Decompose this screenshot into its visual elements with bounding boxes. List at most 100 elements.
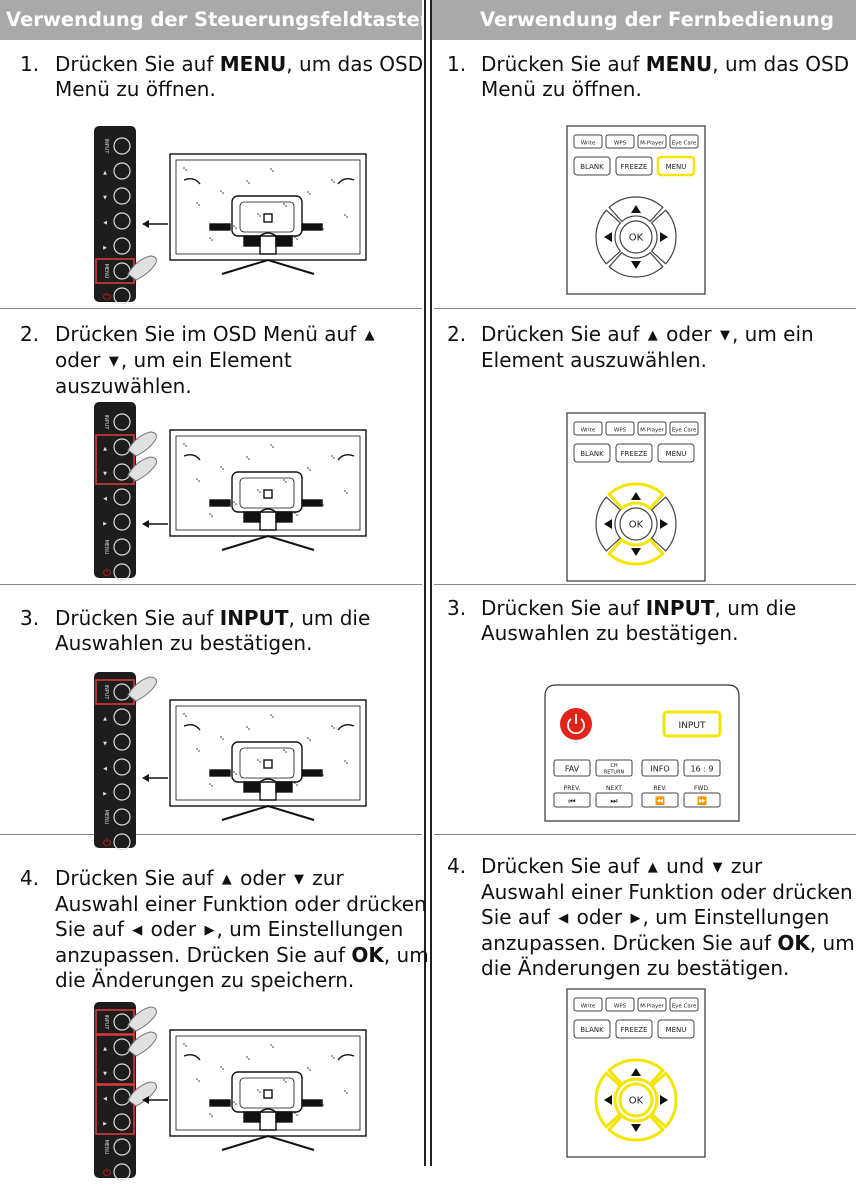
up-arrow-icon: [631, 492, 641, 500]
remote-button-label: FWD.: [694, 785, 710, 792]
remote-button-label: M-Player: [640, 141, 665, 147]
power-icon: ⏻: [103, 1168, 111, 1179]
remote-button: [615, 1019, 653, 1039]
highlight-box: [95, 1084, 135, 1135]
panel-arrow-icon: ◀: [103, 766, 107, 772]
left-arrow-icon: [604, 519, 612, 529]
highlight-box: [95, 434, 135, 485]
panel-arrow-icon: ▲: [103, 1046, 107, 1052]
up-arrow-icon: ▲: [221, 872, 232, 887]
down-arrow-icon: [631, 261, 641, 269]
remote-button-label: MENU: [666, 163, 687, 171]
remote-button-label: INFO: [650, 765, 669, 774]
panel-arrow-icon: ▲: [103, 170, 107, 176]
step-1-left-text: Drücken Sie auf MENU, um das OSD Menü zu…: [55, 52, 424, 101]
step-4-right-text: Drücken Sie auf ▲ und ▼ zur Auswahl eine…: [481, 854, 855, 980]
remote-button-label: M-Player: [640, 428, 665, 434]
panel-label: INPUT: [103, 139, 109, 155]
right-arrow-icon: ▶: [630, 911, 641, 926]
control-panel-illustration: INPUT▲▼◀▶MENU⏻: [92, 124, 372, 308]
header-left: Verwendung der Steuerungsfeldtasten: [0, 0, 434, 40]
remote-button: [641, 759, 679, 777]
pointing-hand-icon: [127, 1031, 157, 1057]
panel-button: [113, 1113, 131, 1131]
remote-button: [573, 443, 611, 463]
tv-back-icon: [169, 699, 367, 821]
remote-button: [573, 156, 611, 176]
left-arrow-icon: [604, 1095, 612, 1105]
remote-button: [656, 155, 696, 177]
panel-label: MENU: [103, 810, 109, 825]
tv-back-icon: [169, 153, 367, 275]
panel-button: [113, 808, 131, 826]
ok-label: OK: [629, 520, 644, 531]
left-arrow-icon: ◀: [558, 911, 569, 926]
step-2-right-text: Drücken Sie auf ▲ oder ▼, um ein Element…: [481, 322, 814, 372]
remote-button: [605, 997, 635, 1012]
column-divider: [424, 0, 426, 1166]
right-arrow-icon: ▶: [204, 923, 215, 938]
row-separator: [434, 308, 856, 309]
panel-arrow-icon: ◀: [103, 1096, 107, 1102]
power-icon: ⏻: [103, 838, 111, 849]
step-number: 3.: [20, 606, 40, 630]
right-arrow-icon: [660, 232, 668, 242]
panel-button: [113, 413, 131, 431]
ok-button: [619, 507, 653, 541]
ok-button: [619, 220, 653, 254]
panel-button: [113, 538, 131, 556]
remote-button: [669, 421, 699, 436]
panel-arrow-icon: ▼: [103, 741, 107, 747]
remote-button: [683, 792, 721, 808]
panel-button: [113, 1063, 131, 1081]
control-panel-strip: [94, 126, 136, 302]
remote-button-label: M-Player: [640, 1004, 665, 1010]
remote-button: [637, 134, 667, 149]
input-button: [662, 710, 722, 738]
column-divider: [430, 0, 432, 1166]
panel-button: [113, 162, 131, 180]
panel-label: MENU: [103, 540, 109, 555]
down-arrow-icon: ▼: [293, 872, 304, 887]
step-2-left-text: Drücken Sie im OSD Menü auf ▲ oder ▼, um…: [55, 322, 375, 398]
media-icon: ⏪: [655, 796, 665, 806]
power-icon: ⏻: [103, 292, 111, 303]
remote-button: [657, 443, 695, 463]
remote-button: [657, 1019, 695, 1039]
step-number: 1.: [447, 52, 467, 76]
ok-label: OK: [629, 1096, 644, 1107]
panel-arrow-icon: ▲: [103, 716, 107, 722]
remote-button-label: BLANK: [580, 1026, 604, 1034]
down-arrow-icon: [631, 1124, 641, 1132]
control-panel-strip: [94, 402, 136, 578]
remote-button-label: Write: [581, 1004, 596, 1010]
step-3-right-text: Drücken Sie auf INPUT, um die Auswahlen …: [481, 596, 797, 645]
panel-label: INPUT: [103, 685, 109, 701]
panel-button: [113, 488, 131, 506]
down-arrow-icon: [631, 548, 641, 556]
panel-label: INPUT: [103, 1015, 109, 1031]
remote-body: [544, 684, 740, 822]
panel-arrow-icon: ▶: [103, 791, 107, 797]
right-arrow-icon: [660, 519, 668, 529]
ok-label: OK: [629, 233, 644, 244]
panel-button: [113, 513, 131, 531]
media-icon: ⏩: [697, 796, 707, 806]
remote-button-label: FAV: [565, 765, 580, 774]
step-number: 1.: [20, 52, 40, 76]
panel-arrow-icon: ▲: [103, 446, 107, 452]
panel-arrow-icon: ◀: [103, 220, 107, 226]
remote-button: [595, 792, 633, 808]
panel-arrow-icon: ▼: [103, 195, 107, 201]
input-label: INPUT: [679, 721, 706, 731]
down-arrow-icon: ▼: [719, 328, 730, 343]
down-arrow-icon: ▼: [712, 860, 723, 875]
step-number: 2.: [20, 322, 40, 346]
highlight-box: [95, 1034, 135, 1085]
media-icon: ⏭: [610, 797, 617, 806]
panel-label: INPUT: [103, 415, 109, 431]
row-separator: [434, 834, 856, 835]
pointing-hand-icon: [127, 255, 157, 281]
